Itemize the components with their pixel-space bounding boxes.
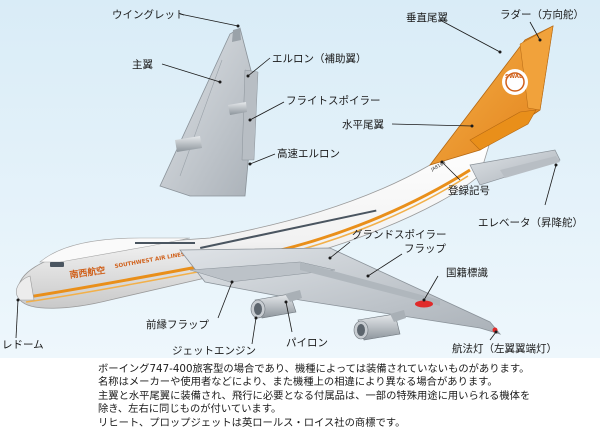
label-jet-engine: ジェットエンジン (172, 345, 256, 357)
label-national-mark: 国籍標識 (446, 266, 488, 279)
note-line: 名称はメーカーや使用者などにより、また機種上の相違により異なる場合があります。 (98, 376, 498, 389)
label-winglet: ウイングレット (112, 8, 186, 21)
label-rudder: ラダー（方向舵） (500, 8, 584, 21)
label-hs-aileron: 高速エルロン (277, 147, 340, 160)
label-horizontal-tail: 水平尾翼 (342, 119, 384, 131)
fuselage: 南西航空 SOUTHWEST AIR LINES JA8193 (16, 139, 491, 309)
label-leading-flap: 前縁フラップ (146, 318, 209, 331)
horizontal-tail-right (469, 109, 537, 151)
label-nav-light: 航法灯（左翼翼端灯） (452, 342, 557, 355)
engine-inboard (250, 290, 302, 319)
label-flight-spoiler: フライトスポイラー (286, 95, 381, 107)
label-pylon: パイロン (286, 337, 328, 349)
notes-block: ボーイング747-400旅客型の場合であり、機種によっては装備されていないものが… (98, 363, 594, 430)
national-mark (415, 300, 433, 308)
label-flap: フラップ (404, 243, 446, 255)
label-registration: 登録記号 (448, 184, 490, 197)
label-main-wing: 主翼 (132, 59, 153, 71)
tail-logo: SWAL (505, 74, 523, 80)
leader-lines (15, 13, 558, 345)
note-line: ボーイング747-400旅客型の場合であり、機種によっては装備されていないものが… (98, 363, 530, 375)
engine-outboard (353, 310, 406, 341)
note-line: リヒート、プロップジェットは英ロールス・ロイス社の商標です。 (98, 416, 406, 429)
vertical-tail: SWAL (428, 25, 554, 166)
label-elevator: エレベータ（昇降舵） (478, 216, 583, 229)
label-aileron: エルロン（補助翼） (272, 52, 367, 65)
note-line: 主翼と水平尾翼に装備され、飛行に必要となる付属品は、一部の特殊用途に用いられる機… (98, 389, 531, 402)
label-vertical-tail: 垂直尾翼 (406, 11, 448, 24)
left-wing (179, 247, 502, 335)
right-wing (159, 27, 259, 197)
horizontal-tail-left (469, 149, 561, 186)
label-radome: レドーム (2, 339, 44, 351)
note-line: 除き、左右に同じものが付いています。 (98, 403, 282, 416)
label-ground-spoiler: グランドスポイラー (352, 228, 447, 241)
